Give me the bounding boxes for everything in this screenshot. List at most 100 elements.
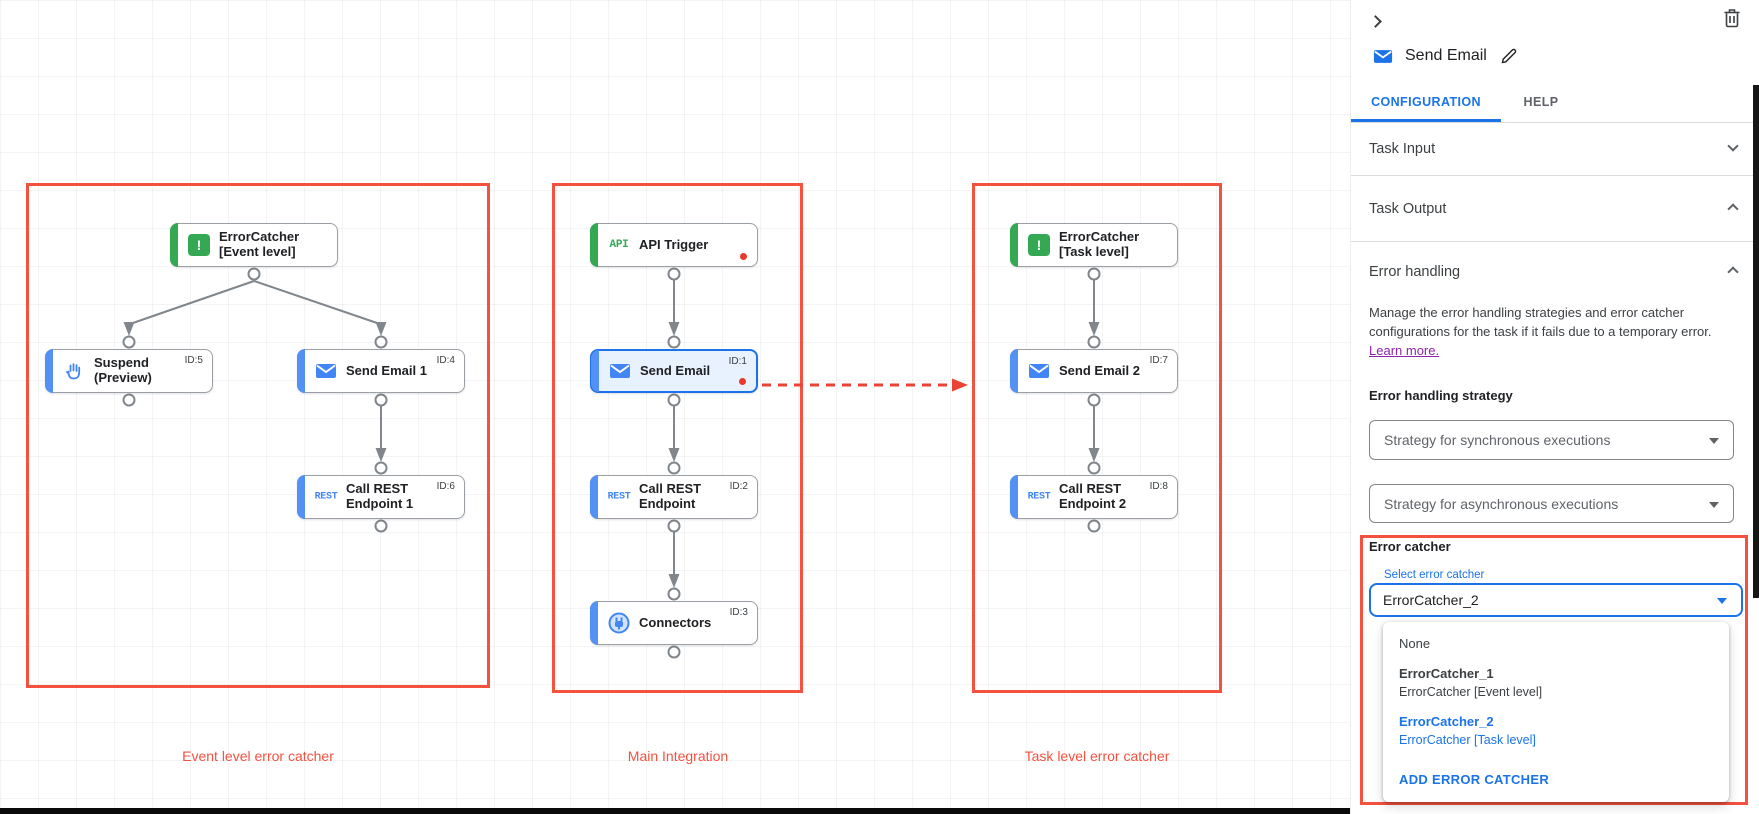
menu-option-errorcatcher-1[interactable]: ErrorCatcher_1 ErrorCatcher [Event level… — [1399, 666, 1543, 699]
strategy-label: Error handling strategy — [1369, 388, 1513, 403]
tab-configuration[interactable]: CONFIGURATION — [1371, 95, 1481, 109]
node-connectors[interactable]: Connectors ID:3 — [590, 601, 758, 645]
node-label: Call REST Endpoint — [639, 481, 702, 511]
error-catcher-highlight — [1360, 535, 1748, 805]
node-send-email-1[interactable]: Send Email 1 ID:4 — [297, 349, 465, 393]
panel-tabs: CONFIGURATION HELP — [1351, 82, 1759, 122]
group-rect-task-level — [972, 183, 1222, 693]
rest-icon: REST — [607, 491, 631, 503]
node-label: Call REST Endpoint 1 — [346, 481, 414, 511]
section-error-handling[interactable]: Error handling — [1351, 241, 1759, 293]
dropdown-arrow-icon — [1709, 501, 1719, 508]
node-color-bar — [591, 350, 599, 392]
integration-canvas[interactable]: ! ErrorCatcher [Event level] Suspend (Pr… — [0, 0, 1360, 814]
edit-title-button[interactable] — [1501, 48, 1517, 64]
node-call-rest-endpoint[interactable]: REST Call REST Endpoint ID:2 — [590, 475, 758, 519]
node-errorcatcher-event-level[interactable]: ! ErrorCatcher [Event level] — [170, 223, 338, 267]
sync-strategy-select[interactable]: Strategy for synchronous executions — [1369, 420, 1734, 460]
trash-icon — [1724, 9, 1740, 28]
group-label-task-level: Task level error catcher — [1024, 748, 1170, 764]
group-rect-main-integration — [552, 183, 803, 693]
chevron-up-icon — [1727, 203, 1739, 215]
node-color-bar — [297, 349, 305, 393]
chevron-down-icon — [1727, 140, 1739, 152]
node-send-email-selected[interactable]: Send Email ID:1 — [590, 349, 758, 393]
node-errorcatcher-task-level[interactable]: ! ErrorCatcher [Task level] — [1010, 223, 1178, 267]
tab-help[interactable]: HELP — [1523, 95, 1559, 109]
node-color-bar — [297, 475, 305, 519]
add-error-catcher-button[interactable]: ADD ERROR CATCHER — [1399, 772, 1550, 787]
collapse-panel-button[interactable] — [1367, 12, 1387, 32]
panel-scrollbar[interactable] — [1753, 85, 1759, 598]
chevron-right-icon — [1369, 15, 1382, 28]
node-color-bar — [1010, 223, 1018, 267]
pencil-icon — [1501, 48, 1517, 64]
node-id-badge: ID:5 — [184, 355, 203, 366]
node-label: Send Email 1 — [346, 362, 427, 378]
node-label: Send Email — [640, 362, 711, 378]
node-color-bar — [590, 223, 598, 267]
node-label: API Trigger — [639, 236, 709, 252]
chevron-up-icon — [1727, 266, 1739, 278]
menu-option-none[interactable]: None — [1399, 636, 1431, 651]
error-catcher-icon: ! — [1026, 234, 1052, 256]
task-config-panel: Send Email CONFIGURATION HELP Task Input… — [1350, 0, 1759, 814]
hand-icon — [61, 361, 87, 381]
node-color-bar — [45, 349, 53, 393]
delete-task-button[interactable] — [1723, 8, 1741, 28]
node-label: Send Email 2 — [1059, 362, 1140, 378]
section-task-output[interactable]: Task Output — [1351, 175, 1759, 241]
rest-icon: REST — [314, 491, 338, 503]
node-color-bar — [1010, 349, 1018, 393]
email-icon — [1373, 49, 1393, 63]
panel-title-row: Send Email — [1373, 44, 1517, 68]
dropdown-arrow-icon — [1717, 598, 1727, 604]
group-label-event-level: Event level error catcher — [182, 748, 334, 764]
node-send-email-2[interactable]: Send Email 2 ID:7 — [1010, 349, 1178, 393]
error-catcher-menu: None ErrorCatcher_1 ErrorCatcher [Event … — [1383, 622, 1729, 802]
rest-icon: REST — [1027, 491, 1051, 503]
error-catcher-icon: ! — [186, 234, 212, 256]
menu-option-errorcatcher-2[interactable]: ErrorCatcher_2 ErrorCatcher [Task level] — [1399, 714, 1536, 747]
node-api-trigger[interactable]: API API Trigger — [590, 223, 758, 267]
node-label: Suspend (Preview) — [94, 355, 152, 385]
error-handling-description: Manage the error handling strategies and… — [1369, 303, 1743, 361]
panel-title: Send Email — [1405, 47, 1487, 64]
error-catcher-label: Error catcher — [1369, 539, 1451, 554]
node-label: ErrorCatcher [Event level] — [219, 229, 300, 259]
node-label: Call REST Endpoint 2 — [1059, 481, 1127, 511]
email-icon — [607, 363, 633, 379]
error-dot — [739, 378, 746, 385]
dropdown-arrow-icon — [1709, 438, 1719, 444]
email-icon — [313, 363, 339, 379]
node-id-badge: ID:7 — [1149, 355, 1168, 366]
node-color-bar — [590, 475, 598, 519]
node-id-badge: ID:4 — [436, 355, 455, 366]
node-color-bar — [590, 601, 598, 645]
node-id-badge: ID:3 — [729, 607, 748, 618]
node-id-badge: ID:6 — [436, 481, 455, 492]
node-id-badge: ID:1 — [728, 356, 747, 367]
connector-icon — [606, 612, 632, 634]
node-color-bar — [170, 223, 178, 267]
node-color-bar — [1010, 475, 1018, 519]
canvas-bottom-edge — [0, 808, 1360, 814]
node-call-rest-endpoint-1[interactable]: REST Call REST Endpoint 1 ID:6 — [297, 475, 465, 519]
node-label: ErrorCatcher [Task level] — [1059, 229, 1140, 259]
group-rect-event-level — [26, 183, 490, 688]
error-dot — [740, 253, 747, 260]
learn-more-link[interactable]: Learn more. — [1369, 343, 1440, 359]
async-strategy-select[interactable]: Strategy for asynchronous executions — [1369, 484, 1734, 523]
node-suspend[interactable]: Suspend (Preview) ID:5 — [45, 349, 213, 393]
node-id-badge: ID:2 — [729, 481, 748, 492]
error-catcher-select[interactable]: ErrorCatcher_2 — [1369, 583, 1743, 617]
node-id-badge: ID:8 — [1149, 481, 1168, 492]
email-icon — [1026, 363, 1052, 379]
api-icon: API — [609, 239, 629, 251]
active-tab-underline — [1351, 119, 1501, 122]
section-task-input[interactable]: Task Input — [1351, 122, 1759, 175]
node-label: Connectors — [639, 614, 712, 630]
select-floating-label: Select error catcher — [1379, 569, 1490, 581]
node-call-rest-endpoint-2[interactable]: REST Call REST Endpoint 2 ID:8 — [1010, 475, 1178, 519]
